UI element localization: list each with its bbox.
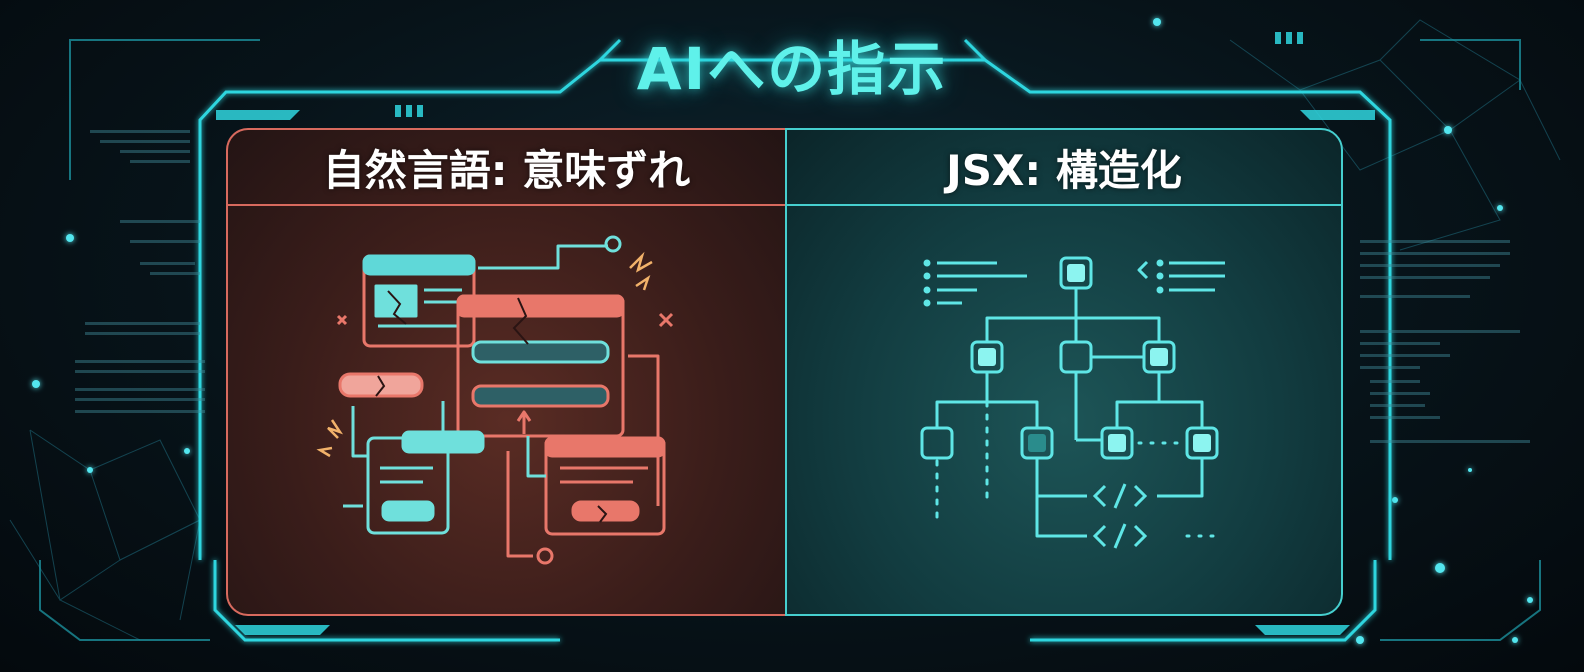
panel-heading-natural-language: 自然言語: 意味ずれ	[228, 130, 785, 206]
code-tag-icon	[1092, 483, 1148, 549]
tree-diagram-icon	[920, 256, 1225, 549]
page-title: AIへの指示	[636, 35, 948, 103]
broken-window-icon	[316, 235, 674, 565]
panel-heading-jsx: JSX: 構造化	[787, 130, 1341, 206]
close-icon	[336, 300, 674, 328]
panel-jsx: JSX: 構造化	[785, 128, 1343, 616]
panel-natural-language: 自然言語: 意味ずれ	[226, 128, 785, 616]
warning-spark-icon	[316, 251, 653, 458]
